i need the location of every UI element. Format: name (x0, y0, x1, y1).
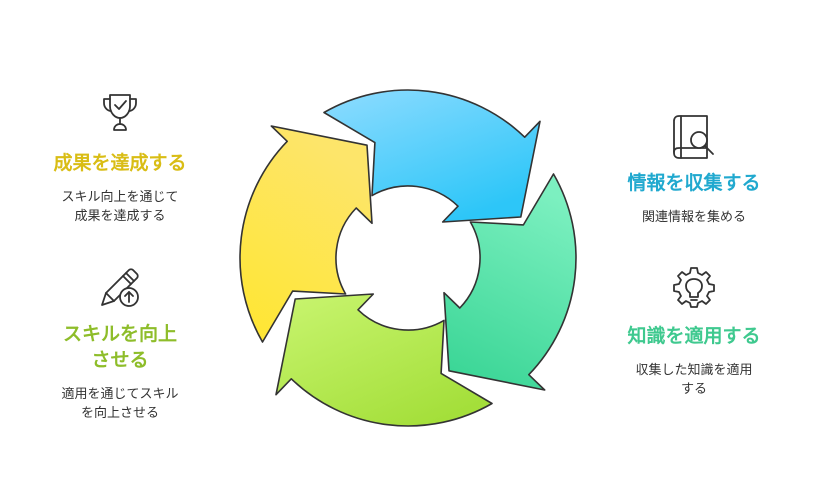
step-description: 収集した知識を適用 する (612, 361, 776, 399)
step-achieve-results: 成果を達成する スキル向上を通じて 成果を達成する (40, 92, 200, 226)
step-description: 適用を通じてスキル を向上させる (40, 385, 200, 423)
step-apply-knowledge: 知識を適用する 収集した知識を適用 する (612, 265, 776, 399)
gear-lightbulb-icon (673, 267, 715, 308)
step-description-line: 成果を達成する (74, 209, 166, 224)
step-description: スキル向上を通じて 成果を達成する (40, 188, 200, 226)
step-title-line: させる (91, 349, 149, 371)
step-description-line: 収集した知識を適用 (635, 363, 753, 378)
trophy-icon (103, 94, 137, 131)
step-title: 成果を達成する (53, 152, 187, 174)
step-improve-skills: スキルを向上 させる 適用を通じてスキル を向上させる (40, 265, 200, 423)
book-magnifier-icon (673, 115, 714, 159)
step-description-line: する (680, 382, 707, 397)
cycle-arrow-info (323, 89, 541, 223)
step-description-line: 適用を通じてスキル (61, 387, 179, 402)
cycle-arrow-result (239, 125, 373, 343)
step-title-line: スキルを向上 (62, 323, 177, 345)
step-title: スキルを向上 させる (40, 321, 200, 373)
step-description-line: スキル向上を通じて (61, 190, 179, 205)
step-title: 知識を適用する (627, 325, 761, 347)
step-description: 関連情報を集める (612, 208, 776, 227)
step-title: 情報を収集する (627, 172, 761, 194)
step-gather-information: 情報を収集する 関連情報を集める (612, 112, 776, 227)
step-description-line: 関連情報を集める (641, 210, 746, 225)
pencil-upload-icon (101, 268, 139, 307)
step-description-line: を向上させる (80, 406, 159, 421)
cycle-arrow-knowledge (443, 173, 577, 391)
cycle-arrow-skill (275, 293, 493, 427)
